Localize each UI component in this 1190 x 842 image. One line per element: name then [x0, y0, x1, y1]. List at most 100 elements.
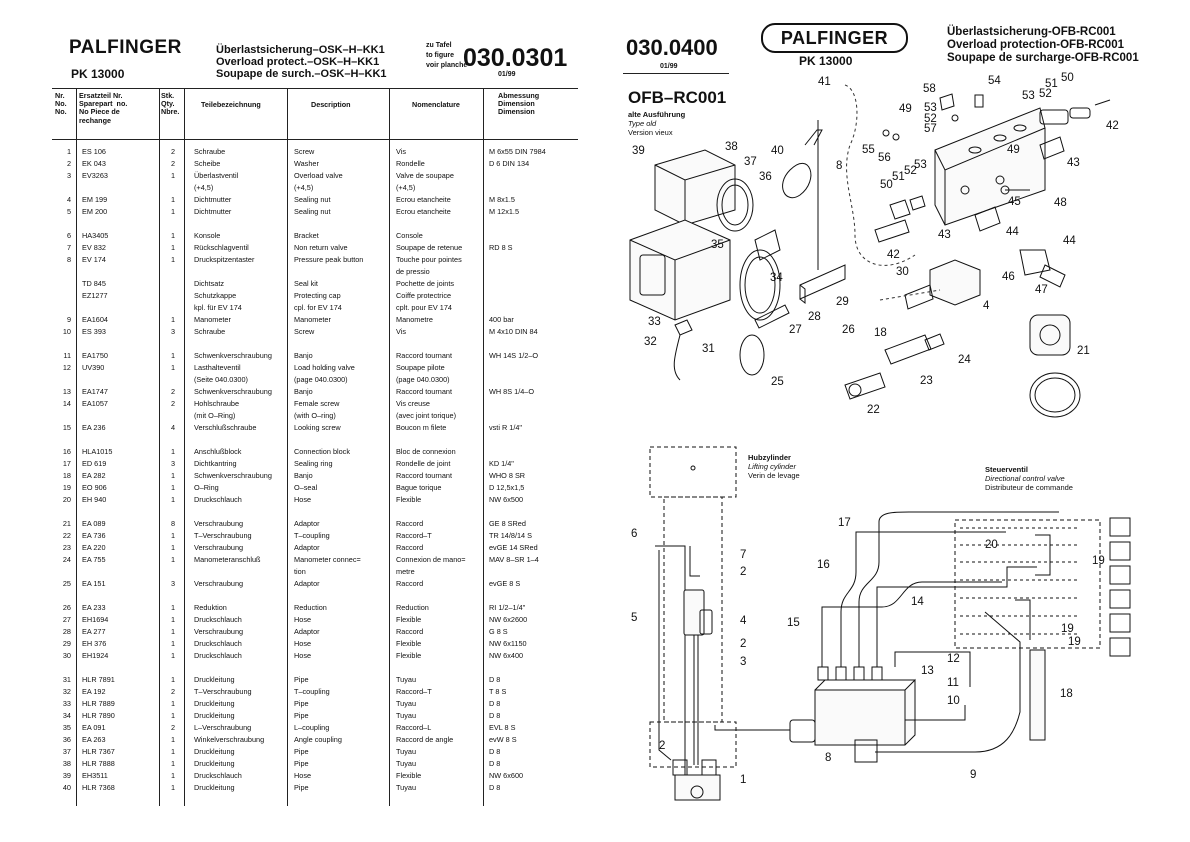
part-callout: 52	[1039, 88, 1052, 100]
quantity: 1	[171, 315, 176, 324]
desc-en: Angle coupling	[294, 735, 342, 744]
part-callout: 49	[899, 103, 912, 115]
desc-fr: Vis creuse	[396, 399, 430, 408]
title-en: Overload protect.–OSK–H–KK1	[216, 56, 380, 68]
desc-fr: Boucon m filete	[396, 423, 447, 432]
quantity: 1	[171, 351, 176, 360]
row-number: 21	[62, 519, 71, 528]
desc-de: Manometeranschluß	[194, 555, 261, 564]
part-callout: 36	[759, 171, 772, 183]
dimension: D 8	[489, 675, 501, 684]
part-callout: 3	[740, 656, 747, 668]
quantity: 1	[171, 699, 176, 708]
desc-fr: Raccord–L	[396, 723, 432, 732]
part-callout: 30	[896, 266, 909, 278]
desc-fr: Raccord tournant	[396, 387, 452, 396]
row-number: 27	[62, 615, 71, 624]
quantity: 1	[171, 759, 176, 768]
part-number: EO 906	[82, 483, 107, 492]
version-en: Type old	[628, 119, 657, 128]
quantity: 2	[171, 687, 176, 696]
desc-de: Druckspitzentaster	[194, 255, 255, 264]
fig-en: to figure	[426, 52, 454, 59]
part-callout: 13	[921, 665, 934, 677]
desc-de: Schraube	[194, 327, 226, 336]
col-header-de: Teilebezeichnung	[201, 100, 261, 109]
part-callout: 50	[880, 179, 893, 191]
quantity: 2	[171, 387, 176, 396]
part-callout: 43	[1067, 157, 1080, 169]
dimension: M 12x1.5	[489, 207, 520, 216]
quantity: 1	[171, 711, 176, 720]
col-divider	[184, 88, 185, 806]
desc-fr: Raccord	[396, 579, 424, 588]
desc-en: tion	[294, 567, 306, 576]
part-number: ES 393	[82, 327, 106, 336]
part-callout: 48	[1054, 197, 1067, 209]
desc-de: kpl. für EV 174	[194, 303, 242, 312]
desc-en: (page 040.0300)	[294, 375, 348, 384]
desc-en: Manometer	[294, 315, 331, 324]
desc-en: Non return valve	[294, 243, 348, 252]
dimension: TR 14/8/14 S	[489, 531, 532, 540]
desc-de: O–Ring	[194, 483, 219, 492]
row-number: 8	[66, 255, 71, 264]
col-header-qty: Stk. Qty. Nbre.	[161, 91, 180, 117]
desc-en: L–coupling	[294, 723, 330, 732]
part-callout: 18	[1060, 688, 1073, 700]
desc-en: Banjo	[294, 387, 313, 396]
part-number: EA 755	[82, 555, 106, 564]
row-number: 7	[66, 243, 71, 252]
control-valve-fr: Distributeur de commande	[985, 483, 1073, 492]
dimension: M 4x10 DIN 84	[489, 327, 538, 336]
quantity: 1	[171, 171, 176, 180]
desc-fr: de pressio	[396, 267, 430, 276]
version-labels: alte Ausführung Type old Version vieux	[628, 110, 685, 137]
part-number: EA 091	[82, 723, 106, 732]
desc-de: Hohlschraube	[194, 399, 240, 408]
desc-en: T–coupling	[294, 687, 330, 696]
row-number: 22	[62, 531, 71, 540]
dimension: D 8	[489, 747, 501, 756]
desc-fr: Tuyau	[396, 711, 417, 720]
desc-fr: cplt. pour EV 174	[396, 303, 452, 312]
exploded-view-page: 030.0400 01/99 PALFINGER PK 13000 Überla…	[595, 0, 1190, 842]
desc-de: Dichtsatz	[194, 279, 225, 288]
dimension: T 8 S	[489, 687, 507, 696]
part-callout: 56	[878, 152, 891, 164]
part-number: EZ1277	[82, 291, 108, 300]
part-callout: 28	[808, 311, 821, 323]
desc-en: Adaptor	[294, 519, 320, 528]
quantity: 1	[171, 243, 176, 252]
desc-de: Lasthalteventil	[194, 363, 241, 372]
desc-fr: Vis	[396, 147, 407, 156]
dimension: 400 bar	[489, 315, 514, 324]
model-name: PK 13000	[799, 54, 853, 68]
quantity: 1	[171, 675, 176, 684]
col-divider	[483, 88, 484, 806]
part-callout: 25	[771, 376, 784, 388]
quantity: 1	[171, 231, 176, 240]
part-callout: 46	[1002, 271, 1015, 283]
part-number: EV 174	[82, 255, 106, 264]
dimension: G 8 S	[489, 627, 508, 636]
row-number: 31	[62, 675, 71, 684]
quantity: 1	[171, 555, 176, 564]
dimension: D 8	[489, 759, 501, 768]
part-number: EV3263	[82, 171, 108, 180]
dimension: KD 1/4"	[489, 459, 514, 468]
part-callout: 23	[920, 375, 933, 387]
desc-en: Hose	[294, 771, 312, 780]
page-number-rule	[623, 73, 729, 74]
